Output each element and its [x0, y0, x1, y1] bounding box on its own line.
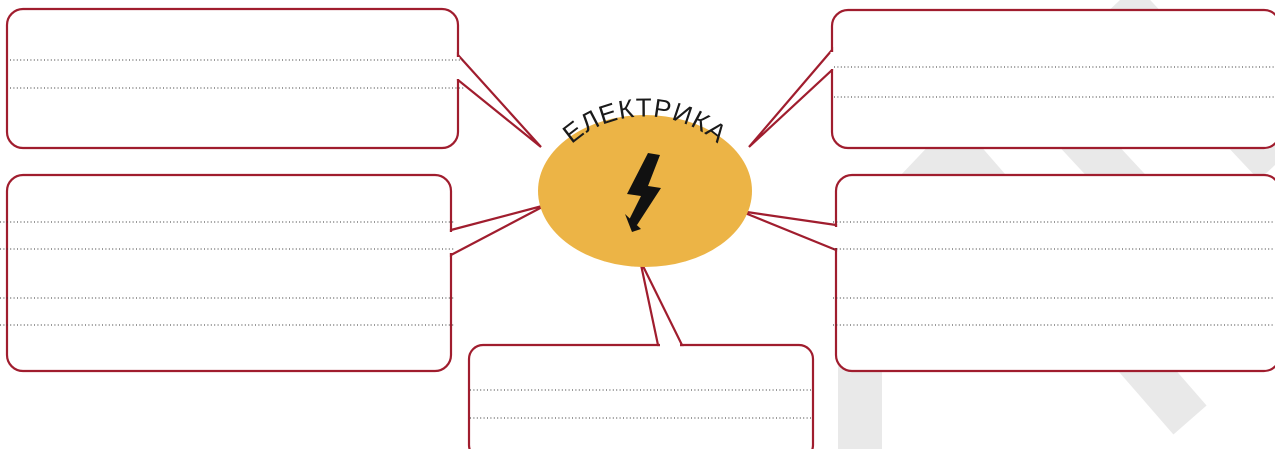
lightning-bolt-icon: [625, 153, 661, 232]
answer-box-top-left[interactable]: [5, 7, 542, 150]
answer-box-middle-left[interactable]: [0, 173, 547, 373]
answer-box-middle-right[interactable]: [739, 173, 1275, 373]
answer-box-bottom-center[interactable]: [467, 259, 815, 449]
answer-box-top-right[interactable]: [748, 8, 1275, 150]
central-topic: ЕЛЕКТРИКА: [538, 92, 752, 267]
